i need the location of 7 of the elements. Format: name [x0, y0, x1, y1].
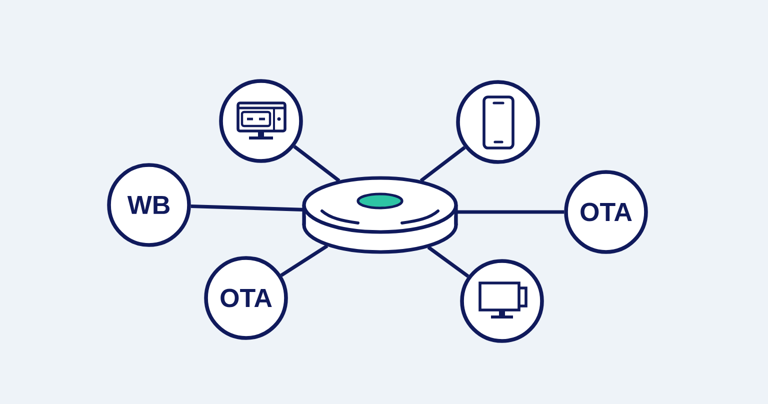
- robot-vacuum: [302, 176, 458, 254]
- connector-line: [420, 146, 466, 182]
- connector-line: [280, 244, 328, 277]
- connector-line: [458, 210, 564, 214]
- connector-line: [427, 246, 470, 278]
- connector-line: [190, 204, 303, 212]
- connector-line: [293, 145, 340, 182]
